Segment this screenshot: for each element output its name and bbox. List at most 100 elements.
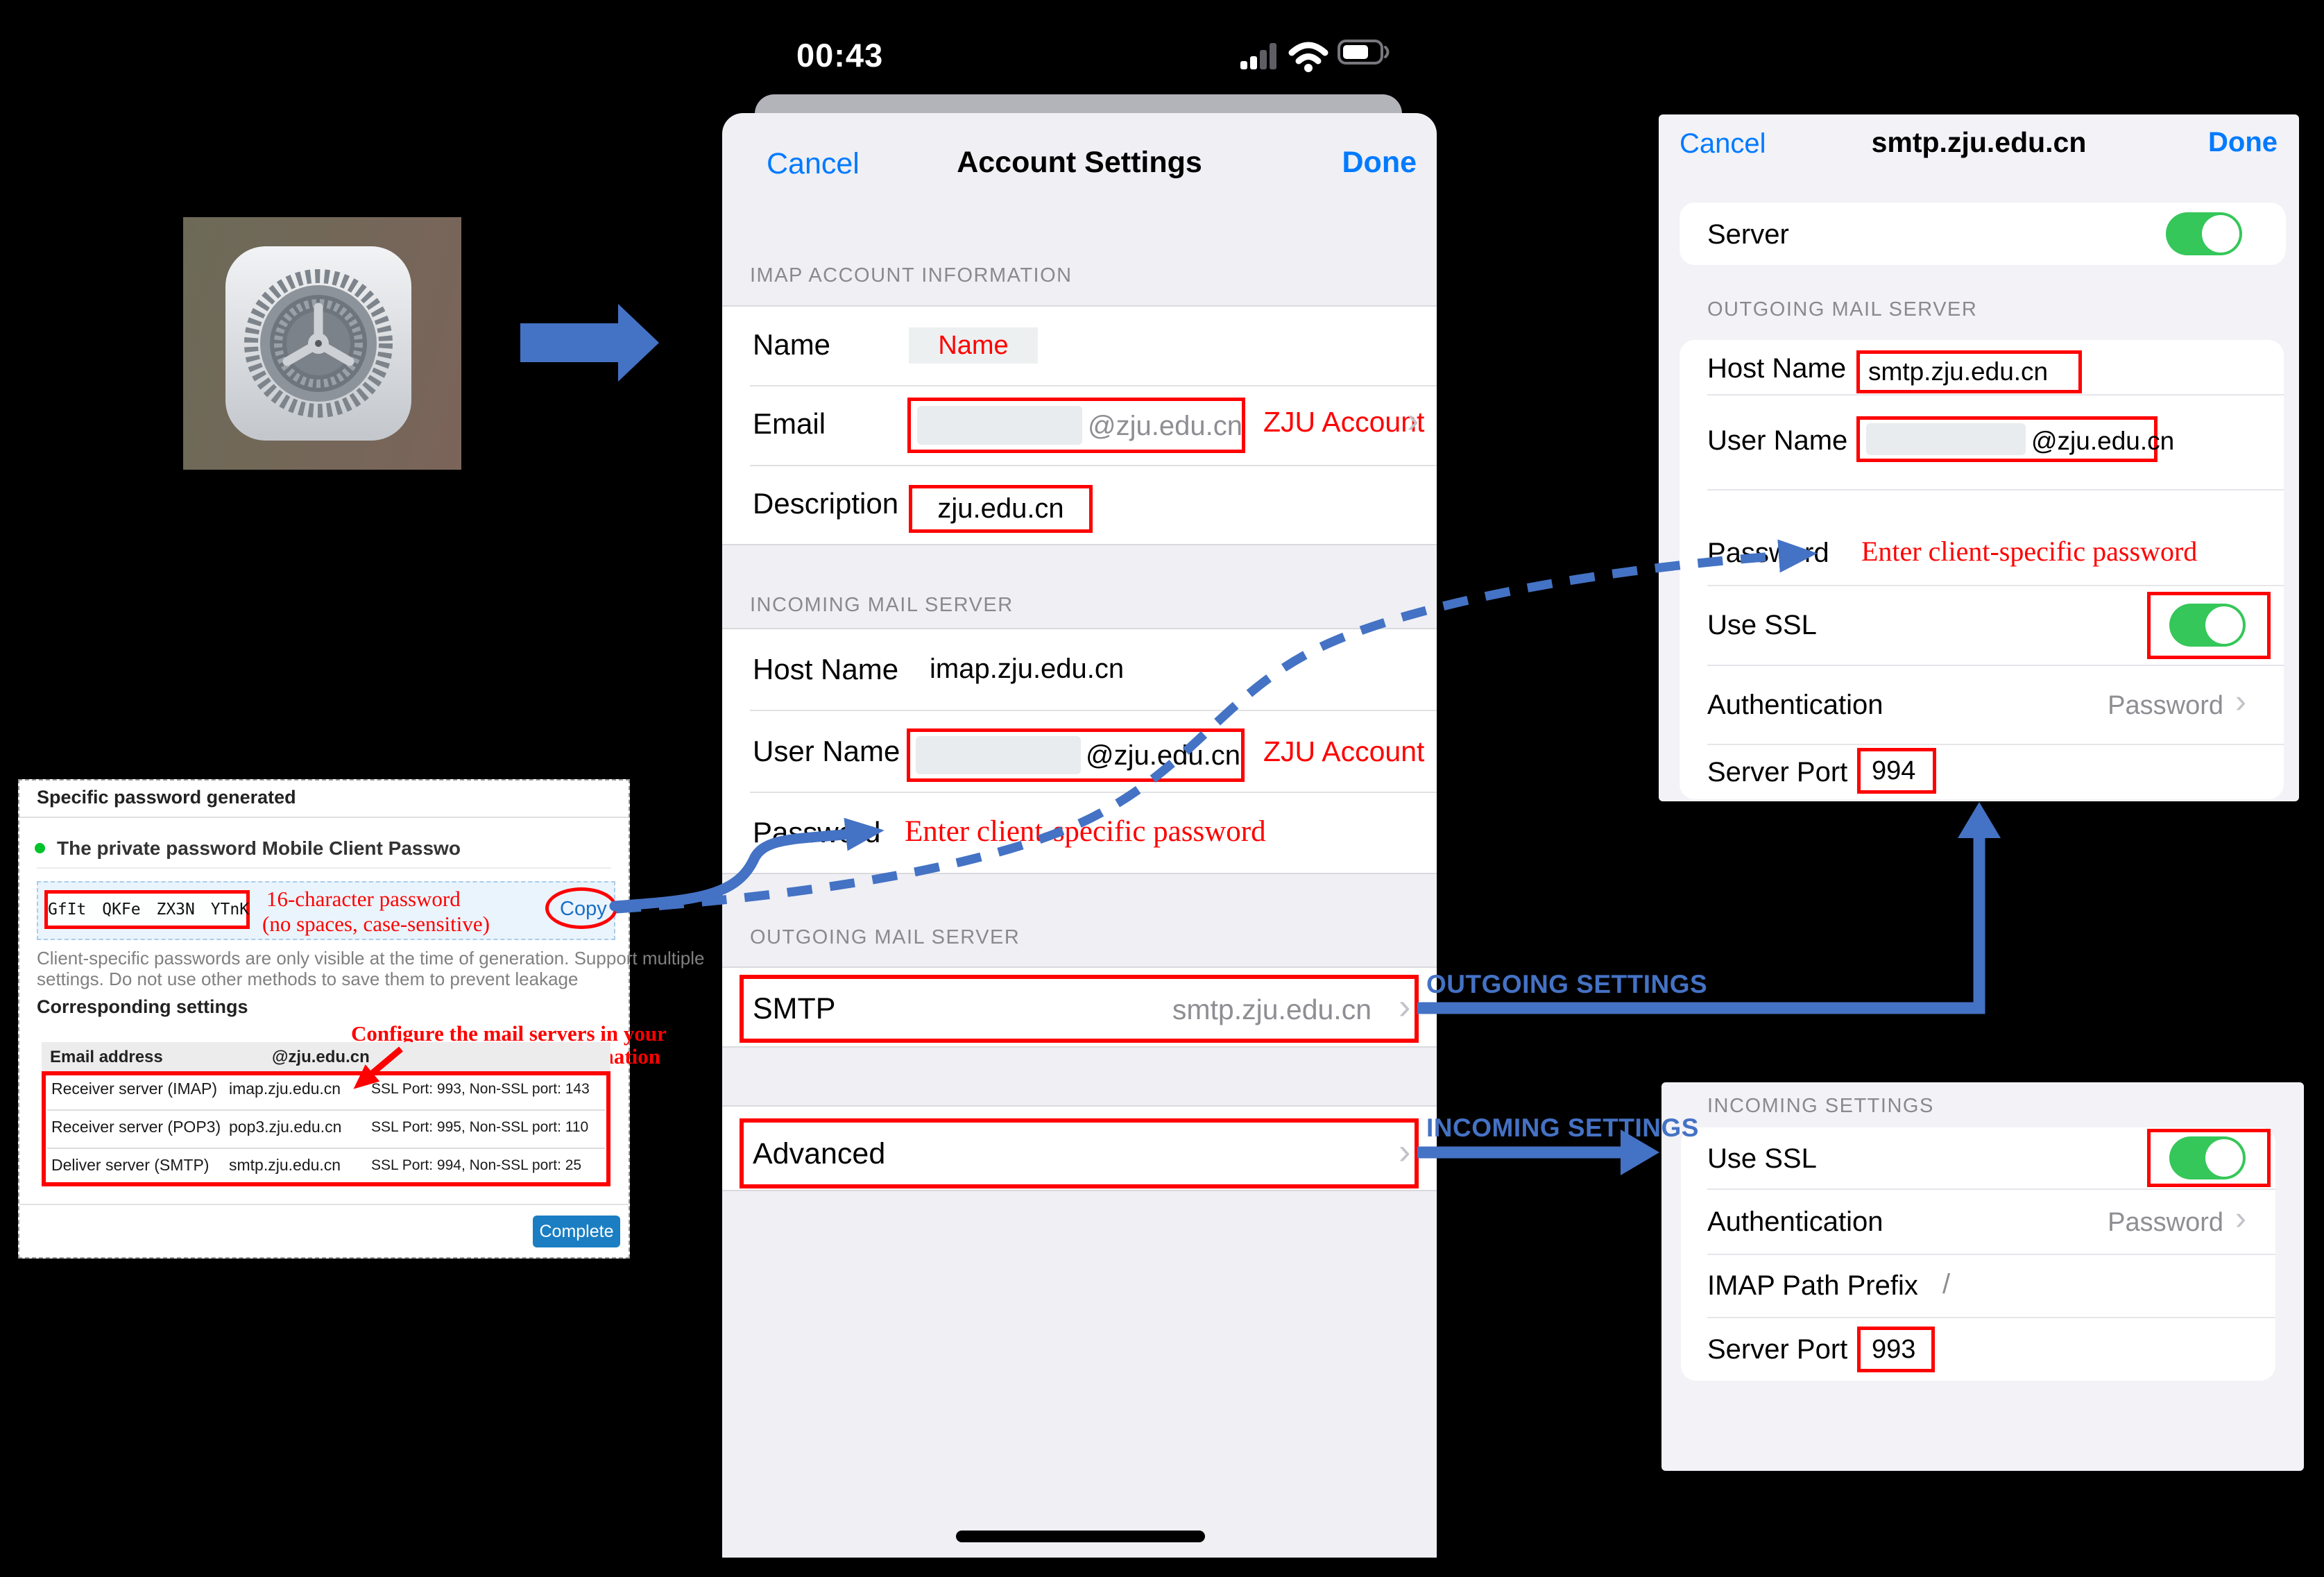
smtp-port-highlight[interactable]: 994 [1857, 748, 1936, 794]
done-button[interactable]: Done [1342, 146, 1417, 179]
advanced-chevron-icon: › [1399, 1132, 1411, 1172]
password-note-line2: (no spaces, case-sensitive) [262, 912, 490, 936]
name-field-value: Name [938, 331, 1009, 360]
incoming-auth-chevron-icon[interactable]: › [2235, 1200, 2246, 1237]
imap-path-prefix-value[interactable]: / [1942, 1269, 1951, 1299]
smtp-host-label: Host Name [1707, 353, 1847, 384]
table-row-host: pop3.zju.edu.cn [229, 1118, 342, 1136]
cancel-button[interactable]: Cancel [767, 147, 860, 180]
description-value: zju.edu.cn [937, 493, 1064, 524]
smtp-password-annotation: Enter client-specific password [1861, 536, 2198, 567]
smtp-user-redacted[interactable] [1866, 423, 2026, 455]
caption-line1: Client-specific passwords are only visib… [37, 948, 705, 969]
email-label: Email [753, 407, 826, 440]
gear-icon[interactable] [225, 246, 411, 441]
status-time: 00:43 [796, 37, 884, 74]
table-header [42, 1042, 610, 1071]
table-row-host: smtp.zju.edu.cn [229, 1156, 341, 1174]
table-header-email: Email address [50, 1048, 163, 1066]
smtp-chevron-icon: › [1399, 987, 1411, 1027]
user-name-redacted[interactable] [916, 736, 1081, 774]
incoming-ssl-label: Use SSL [1707, 1143, 1817, 1174]
status-dot-icon [35, 843, 45, 853]
outgoing-settings-arrowhead [1958, 802, 2001, 838]
settings-app-tile [183, 217, 461, 470]
signal-icon [1240, 43, 1276, 69]
table-header-domain: @zju.edu.cn [272, 1048, 370, 1066]
wifi-icon [1288, 42, 1328, 65]
incoming-port-highlight[interactable]: 993 [1857, 1327, 1935, 1372]
smtp-host-value: smtp.zju.edu.cn [1868, 357, 2049, 386]
table-row-ports: SSL Port: 993, Non-SSL port: 143 [371, 1081, 590, 1097]
advanced-row-highlight[interactable] [740, 1118, 1419, 1188]
flow-arrow-icon [520, 304, 659, 382]
imap-path-prefix-label: IMAP Path Prefix [1707, 1270, 1918, 1301]
server-table-highlight [42, 1071, 610, 1186]
incoming-port-value: 993 [1872, 1335, 1916, 1364]
table-row-host: imap.zju.edu.cn [229, 1080, 341, 1098]
password-highlight: GfIt QKFe ZX3N YTnK [44, 890, 250, 929]
name-label: Name [753, 328, 831, 361]
smtp-section-outgoing: OUTGOING MAIL SERVER [1707, 298, 1978, 321]
smtp-host-highlight[interactable]: smtp.zju.edu.cn [1856, 350, 2082, 393]
server-toggle[interactable] [2166, 212, 2242, 255]
smtp-port-label: Server Port [1707, 757, 1848, 787]
description-field-highlight[interactable]: zju.edu.cn [909, 485, 1093, 533]
smtp-cancel-button[interactable]: Cancel [1680, 128, 1766, 159]
outgoing-settings-flow-label: OUTGOING SETTINGS [1426, 970, 1708, 998]
smtp-user-label: User Name [1707, 425, 1848, 456]
email-annotation: ZJU Account [1263, 406, 1425, 438]
complete-button-label: Complete [539, 1222, 614, 1241]
complete-button[interactable]: Complete [533, 1216, 620, 1247]
dialog-title: Specific password generated [37, 787, 296, 808]
incoming-ssl-highlight [2147, 1129, 2271, 1187]
smtp-user-domain: @zju.edu.cn [2031, 427, 2175, 455]
name-field[interactable]: Name [909, 327, 1038, 364]
table-row-name: Receiver server (POP3) [51, 1118, 221, 1136]
section-incoming-settings: INCOMING SETTINGS [1707, 1095, 1934, 1117]
status-icons [1240, 40, 1390, 72]
description-label: Description [753, 487, 899, 520]
smtp-ssl-label: Use SSL [1707, 610, 1817, 640]
page-title: Account Settings [957, 146, 1202, 179]
section-outgoing-mail-server: OUTGOING MAIL SERVER [750, 926, 1020, 948]
host-name-label: Host Name [753, 653, 899, 685]
password-value: GfIt QKFe ZX3N YTnK [48, 901, 250, 919]
incoming-auth-label: Authentication [1707, 1207, 1883, 1237]
smtp-row-highlight[interactable] [740, 975, 1419, 1043]
user-name-domain: @zju.edu.cn [1086, 740, 1240, 771]
table-row-ports: SSL Port: 995, Non-SSL port: 110 [371, 1119, 589, 1135]
smtp-auth-chevron-icon[interactable]: › [2235, 683, 2246, 720]
user-name-annotation: ZJU Account [1263, 735, 1425, 767]
smtp-port-value: 994 [1872, 756, 1916, 785]
caption-line2: settings. Do not use other methods to sa… [37, 969, 579, 989]
smtp-auth-label: Authentication [1707, 690, 1883, 720]
section-imap-account-information: IMAP ACCOUNT INFORMATION [750, 264, 1073, 287]
password-name: The private password Mobile Client Passw… [57, 837, 461, 859]
advanced-label: Advanced [753, 1137, 886, 1170]
email-domain: @zju.edu.cn [1088, 411, 1242, 441]
email-field-highlight [907, 398, 1245, 453]
password-label: Password [753, 816, 881, 849]
table-row-ports: SSL Port: 994, Non-SSL port: 25 [371, 1157, 582, 1173]
smtp-ssl-highlight [2147, 592, 2271, 659]
incoming-settings-flow-label: INCOMING SETTINGS [1426, 1114, 1699, 1142]
server-label: Server [1707, 219, 1789, 250]
smtp-label: SMTP [753, 992, 836, 1025]
copy-highlight-ellipse [545, 887, 617, 929]
table-row-name: Receiver server (IMAP) [51, 1080, 217, 1098]
incoming-auth-value: Password [2108, 1208, 2223, 1237]
incoming-ssl-toggle[interactable] [2169, 1136, 2246, 1179]
email-user-redacted[interactable] [917, 406, 1082, 445]
home-indicator[interactable] [956, 1531, 1205, 1542]
host-name-value[interactable]: imap.zju.edu.cn [930, 654, 1125, 684]
smtp-done-button[interactable]: Done [2208, 127, 2278, 157]
smtp-ssl-toggle[interactable] [2169, 604, 2246, 647]
smtp-user-highlight [1856, 416, 2158, 462]
smtp-auth-value: Password [2108, 691, 2223, 720]
email-chevron-icon: › [1407, 400, 1419, 441]
corresponding-settings-title: Corresponding settings [37, 996, 248, 1017]
smtp-password-label: Password [1707, 538, 1829, 568]
password-note-line1: 16-character password [266, 887, 461, 911]
configure-annotation-line1: Configure the mail servers in your [351, 1021, 667, 1046]
